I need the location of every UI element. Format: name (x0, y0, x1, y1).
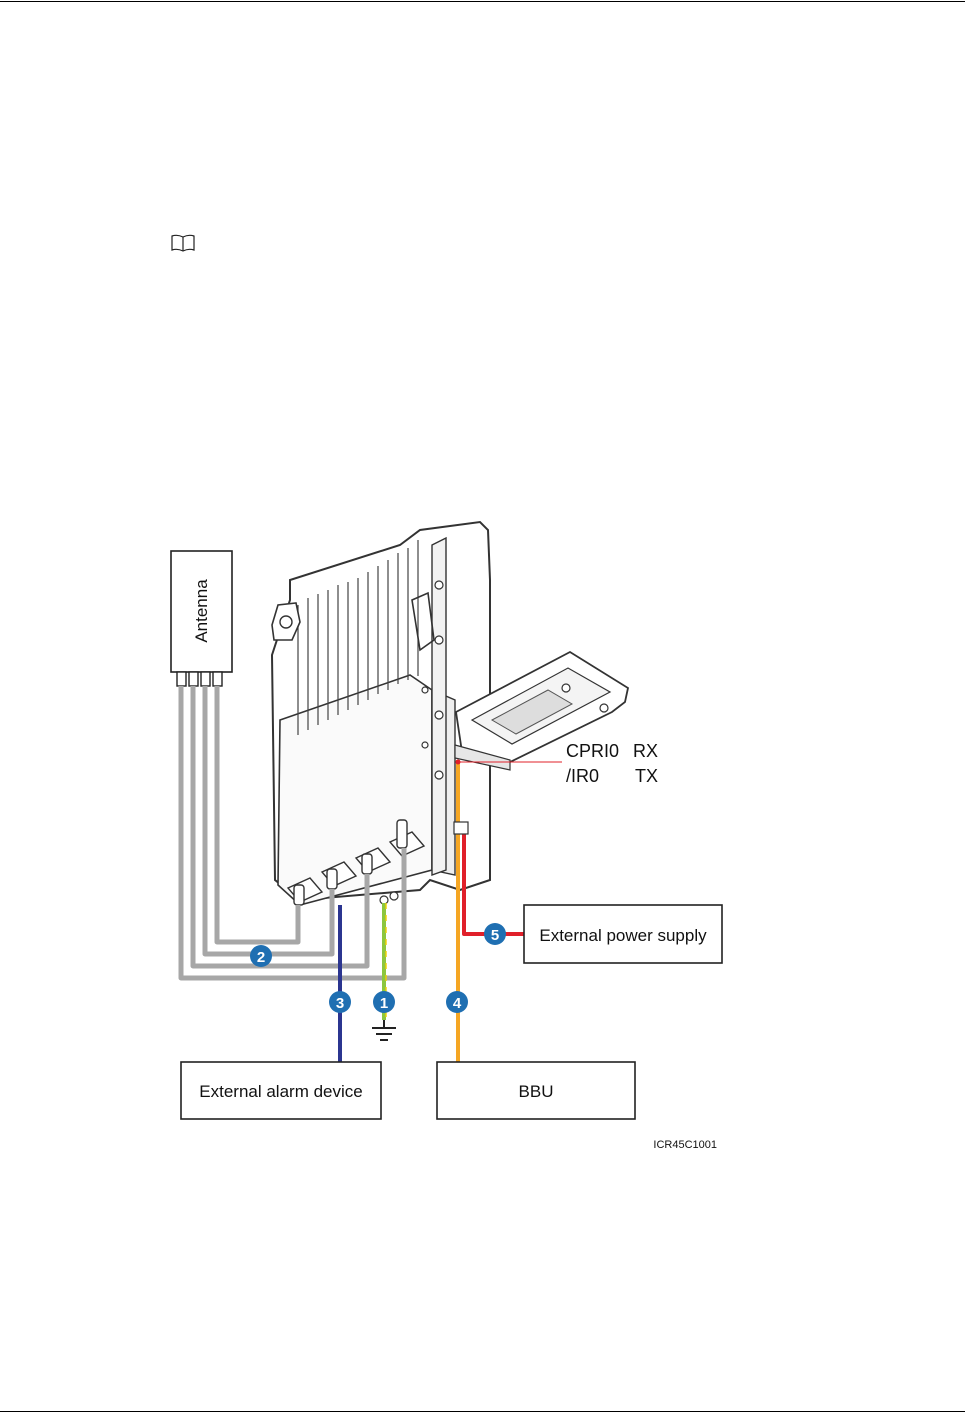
callout-5: 5 (484, 923, 506, 945)
antenna-ports (177, 672, 222, 686)
external-power-supply-box: External power supply (524, 905, 722, 963)
svg-text:3: 3 (336, 995, 344, 1012)
antenna-box: Antenna (171, 551, 232, 686)
svg-text:4: 4 (453, 995, 462, 1012)
bbu-label: BBU (519, 1082, 554, 1101)
external-alarm-device-label: External alarm device (199, 1082, 362, 1101)
bbu-box: BBU (437, 1062, 635, 1119)
figure-code: ICR45C1001 (653, 1139, 717, 1151)
ground-symbol-icon (372, 1020, 396, 1040)
callout-4: 4 (446, 991, 468, 1013)
cpri-port-label: CPRI0 (566, 741, 619, 761)
rx-label: RX (633, 741, 658, 761)
callout-2: 2 (250, 945, 272, 967)
ir-port-label: /IR0 (566, 766, 599, 786)
callout-1: 1 (373, 991, 395, 1013)
svg-text:1: 1 (380, 995, 388, 1012)
external-power-supply-label: External power supply (539, 926, 707, 945)
antenna-label: Antenna (192, 579, 211, 643)
svg-text:5: 5 (491, 927, 499, 944)
callout-3: 3 (329, 991, 351, 1013)
tx-label: TX (635, 766, 658, 786)
external-alarm-device-box: External alarm device (181, 1062, 381, 1119)
svg-text:2: 2 (257, 949, 265, 966)
